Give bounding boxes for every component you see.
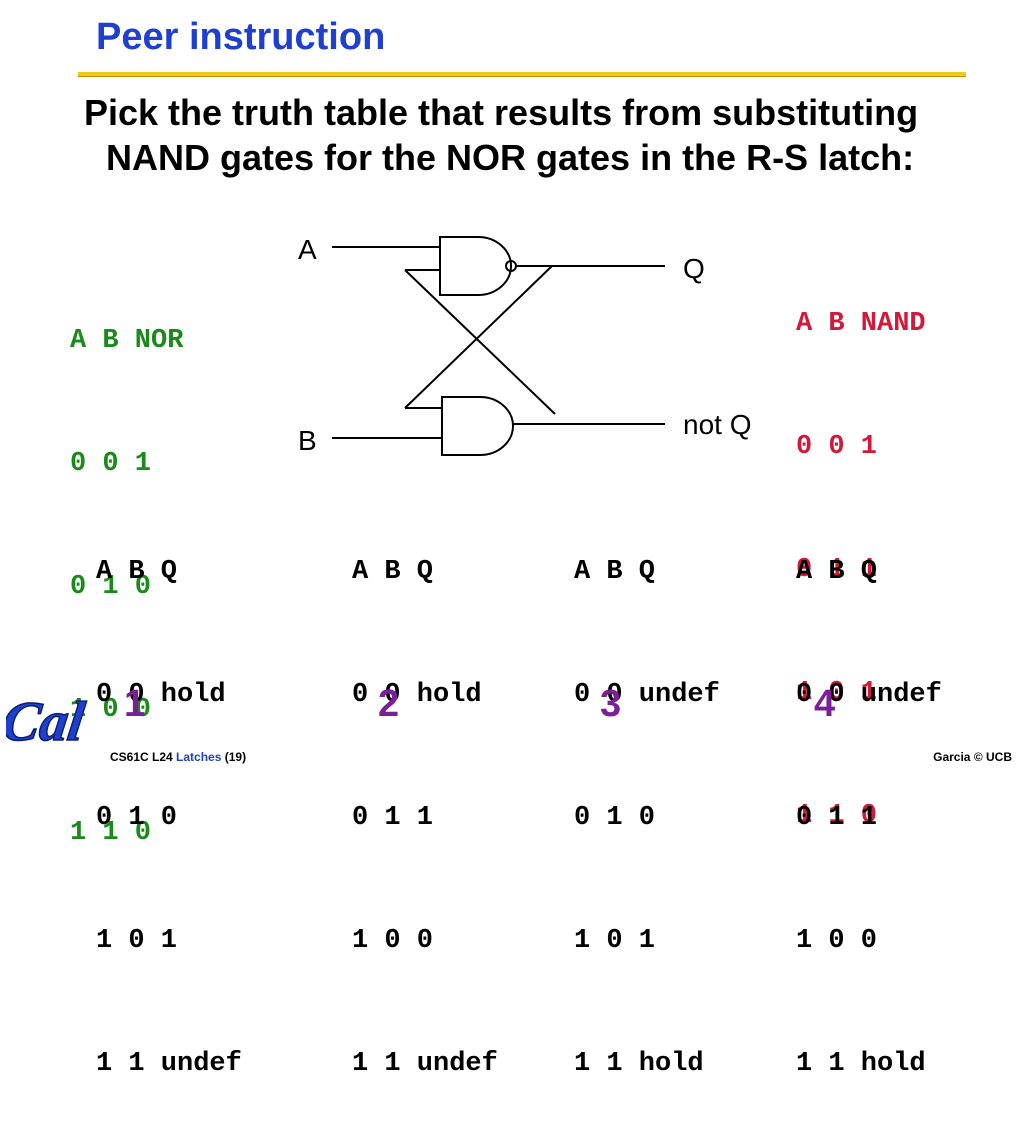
nand-table-header: A B NAND [796, 309, 926, 339]
choice-row: 1 0 1 [574, 926, 656, 956]
choice-row: 1 0 0 [352, 926, 434, 956]
footer-credit: Garcia © UCB [933, 750, 1012, 764]
answer-choice-3[interactable]: A B Q 0 0 undef 0 1 0 1 0 1 1 1 hold [574, 470, 720, 1126]
nor-table-row: 0 1 0 [70, 572, 152, 602]
choice-row: 0 0 undef [796, 680, 942, 710]
nand-table-row: 0 1 1 [796, 555, 878, 585]
nor-table-row: 0 0 1 [70, 449, 152, 479]
feedback-cross-1 [404, 269, 556, 415]
choice-row: 1 1 undef [96, 1049, 242, 1079]
nor-table-header: A B NOR [70, 326, 184, 356]
nand-table-row: 0 0 1 [796, 432, 878, 462]
nand-table-row: 1 0 1 [796, 678, 878, 708]
choice-row: 0 1 0 [574, 803, 656, 833]
output-notq-label: not Q [683, 409, 751, 440]
choice-number-4: 4 [814, 683, 836, 725]
footer-topic-link[interactable]: Latches [176, 750, 222, 764]
choice-row: 1 1 undef [352, 1049, 498, 1079]
svg-text:Cal: Cal [6, 691, 89, 752]
footer-page: (19) [224, 750, 247, 764]
choice-number-2: 2 [378, 683, 400, 725]
choice-number-1: 1 [124, 683, 146, 725]
choice-header: A B Q [352, 557, 434, 587]
bottom-gate-body [441, 396, 514, 456]
footer-course-info: CS61C L24 Latches (19) [110, 750, 246, 764]
choice-row: 0 1 1 [796, 803, 878, 833]
choice-row: 0 1 0 [96, 803, 178, 833]
choice-header: A B Q [574, 557, 656, 587]
choice-row: 0 0 undef [574, 680, 720, 710]
choice-header: A B Q [796, 557, 878, 587]
title-underline [78, 72, 966, 77]
choice-number-3: 3 [600, 683, 622, 725]
slide-title: Peer instruction [96, 16, 386, 58]
choice-header: A B Q [96, 557, 178, 587]
nor-table-row: 1 0 0 [70, 695, 152, 725]
footer-course: CS61C L24 [110, 750, 173, 764]
output-q-label: Q [683, 253, 705, 284]
answer-choice-1[interactable]: A B Q 0 0 hold 0 1 0 1 0 1 1 1 undef [96, 470, 242, 1126]
input-a-label: A [298, 234, 317, 265]
answer-choice-2[interactable]: A B Q 0 0 hold 0 1 1 1 0 0 1 1 undef [352, 470, 498, 1126]
choice-row: 1 1 hold [796, 1049, 926, 1079]
question-text: Pick the truth table that results from s… [84, 92, 919, 178]
choice-row: 1 1 hold [574, 1049, 704, 1079]
input-b-label: B [298, 425, 317, 456]
answer-choice-4[interactable]: A B Q 0 0 undef 0 1 1 1 0 0 1 1 hold [796, 470, 942, 1126]
feedback-cross-2 [404, 265, 553, 409]
latch-circuit-diagram: A B Q not Q [298, 234, 751, 456]
choice-row: 1 0 1 [96, 926, 178, 956]
choice-row: 1 0 0 [796, 926, 878, 956]
cal-logo: Cal [6, 690, 89, 752]
choice-row: 0 0 hold [352, 680, 482, 710]
top-gate-body [439, 236, 512, 296]
choice-row: 0 0 hold [96, 680, 226, 710]
choice-row: 0 1 1 [352, 803, 434, 833]
